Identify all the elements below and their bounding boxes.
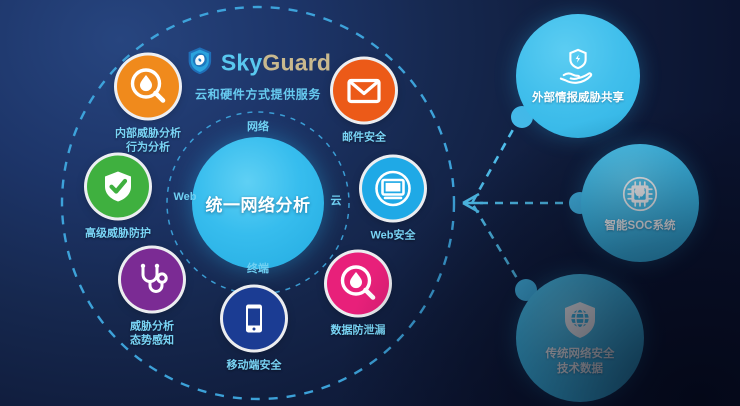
caption-line-1: Web安全	[370, 229, 416, 242]
integration-smart-soc[interactable]: 智能SOC系统	[581, 144, 699, 262]
envelope-icon	[333, 59, 395, 122]
capability-internal-threat[interactable]: 内部威胁分析 行为分析	[83, 55, 213, 155]
central-hub[interactable]: 统一网络分析	[192, 137, 324, 269]
arrowhead-into-hub	[462, 192, 483, 214]
monitor-icon	[362, 157, 424, 220]
ring-label-network: 网络	[247, 121, 269, 133]
hand-holding-shield-icon	[556, 47, 600, 87]
shield-check-icon	[87, 155, 149, 218]
caption-line-1: 威胁分析	[130, 320, 174, 333]
capability-caption: 移动端安全	[189, 359, 319, 373]
capability-caption: 内部威胁分析 行为分析	[83, 127, 213, 155]
caption-line-1: 邮件安全	[342, 131, 386, 144]
capability-caption: 高级威胁防护	[53, 227, 183, 241]
capability-caption: Web安全	[328, 229, 458, 243]
capability-mobile-security[interactable]: 移动端安全	[189, 287, 319, 373]
outer-dashed-ring	[60, 5, 456, 401]
smartphone-icon	[223, 287, 285, 350]
capability-caption: 邮件安全	[299, 131, 429, 145]
integration-caption: 传统网络安全 技术数据	[546, 347, 615, 377]
caption-line-1: 智能SOC系统	[604, 219, 676, 232]
caption-line-1: 移动端安全	[226, 359, 282, 372]
capability-data-leak[interactable]: 数据防泄漏	[293, 252, 423, 338]
brand-block: SkyGuard 云和硬件方式提供服务	[185, 46, 331, 103]
inner-dashed-ring	[166, 111, 350, 295]
caption-line-1: 外部情报威胁共享	[532, 91, 624, 104]
capability-email-security[interactable]: 邮件安全	[299, 59, 429, 145]
capability-advanced-threat[interactable]: 高级威胁防护	[53, 155, 183, 241]
cpu-chip-brain-icon	[619, 173, 661, 215]
capability-caption: 数据防泄漏	[293, 324, 423, 338]
caption-line-2: 行为分析	[126, 141, 170, 154]
ring-label-web: Web	[173, 191, 197, 203]
brand-tagline: 云和硬件方式提供服务	[194, 87, 322, 102]
integration-caption: 外部情报威胁共享	[532, 91, 624, 106]
skyguard-shield-swirl-icon	[185, 46, 215, 81]
caption-line-1: 数据防泄漏	[330, 324, 386, 337]
integration-traditional-netsec[interactable]: 传统网络安全 技术数据	[516, 274, 644, 402]
caption-line-1: 高级威胁防护	[85, 227, 151, 240]
integration-threat-intel-sharing[interactable]: 外部情报威胁共享	[516, 14, 640, 138]
capability-threat-analysis[interactable]: 威胁分析 态势感知	[87, 248, 217, 348]
ring-label-endpoint: 终端	[247, 263, 269, 275]
caption-line-2: 技术数据	[557, 363, 603, 375]
stethoscope-icon	[121, 248, 183, 311]
magnifier-droplet-icon	[117, 55, 179, 118]
capability-caption: 威胁分析 态势感知	[87, 320, 217, 348]
brand-name-sky: Sky	[220, 49, 263, 76]
ring-label-cloud: 云	[330, 195, 342, 207]
magnifier-droplet-icon	[327, 252, 389, 315]
connector-top	[470, 116, 522, 204]
connector-bottom	[470, 202, 526, 291]
shield-globe-icon	[558, 299, 602, 343]
capability-web-security[interactable]: Web安全	[328, 157, 458, 243]
caption-line-1: 内部威胁分析	[115, 127, 181, 140]
caption-line-2: 态势感知	[130, 334, 174, 347]
integration-caption: 智能SOC系统	[605, 219, 676, 234]
brand-name-guard: Guard	[262, 49, 332, 76]
hub-label: 统一网络分析	[205, 195, 311, 215]
caption-line-1: 传统网络安全	[545, 348, 615, 360]
